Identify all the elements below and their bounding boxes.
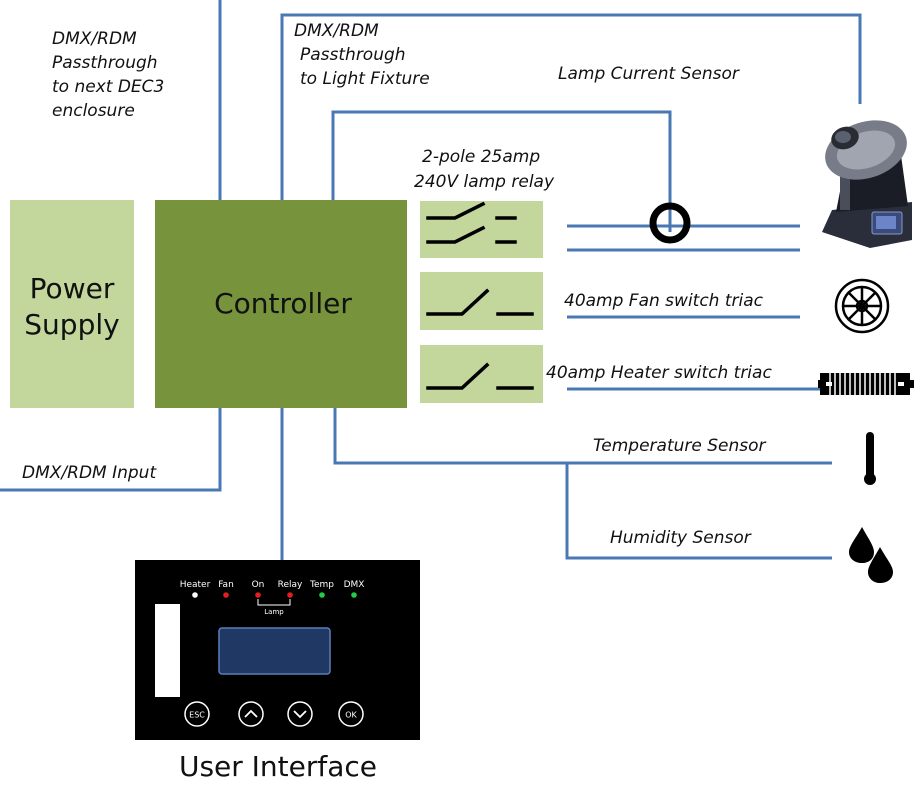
indicator-dmx-label: DMX [344, 580, 365, 590]
passthrough-next-line-2: Passthrough [52, 53, 158, 73]
fan-icon [834, 278, 890, 334]
indicator-fan-label: Fan [218, 580, 234, 590]
indicator-on-label: On [252, 580, 265, 590]
esc-button-label: ESC [189, 711, 205, 720]
power-supply-block: Power Supply [10, 200, 134, 408]
down-button[interactable] [287, 701, 313, 727]
lcd-display [218, 627, 331, 675]
user-interface-label: User Interface [179, 750, 377, 783]
lamp-group-label: Lamp [264, 608, 284, 616]
lamp-current-sensor-label: Lamp Current Sensor [558, 64, 740, 84]
indicator-fan-led [223, 592, 229, 598]
ok-button[interactable]: OK [338, 701, 364, 727]
lamp-relay-block [420, 201, 543, 258]
humidity-sensor-label: Humidity Sensor [610, 528, 752, 548]
controller-block: Controller [155, 200, 407, 408]
water-drops-icon [849, 527, 893, 583]
indicator-temp-led [319, 592, 325, 598]
indicator-on-led [255, 592, 261, 598]
panel-label-strip [155, 604, 180, 697]
chevron-down-icon [293, 710, 307, 719]
indicator-relay-led [287, 592, 293, 598]
chevron-up-icon [244, 709, 258, 718]
annotation-labels: DMX/RDM Passthrough to next DEC3 enclosu… [22, 21, 772, 548]
power-supply-label-2: Supply [24, 308, 119, 341]
indicator-heater-label: Heater [180, 580, 211, 590]
fan-triac-label: 40amp Fan switch triac [564, 291, 764, 311]
heater-triac-label: 40amp Heater switch triac [546, 363, 772, 383]
wires [0, 0, 862, 560]
ok-button-label: OK [345, 711, 357, 720]
up-button[interactable] [238, 701, 264, 727]
passthrough-next-line-3: to next DEC3 [52, 77, 164, 97]
fan-triac-block [420, 272, 543, 330]
controller-label: Controller [214, 287, 352, 320]
heater-icon [818, 373, 914, 395]
dmx-input-label: DMX/RDM Input [22, 463, 157, 483]
indicator-relay-label: Relay [278, 580, 303, 590]
temperature-sensor-label: Temperature Sensor [593, 436, 767, 456]
passthrough-next-line-1: DMX/RDM [52, 29, 137, 49]
esc-button[interactable]: ESC [184, 701, 210, 727]
indicator-temp-label: Temp [309, 580, 334, 590]
passthrough-next-line-4: enclosure [52, 101, 135, 121]
heater-triac-block [420, 345, 543, 403]
light-fixture-icon [822, 120, 912, 248]
indicator-heater-led [192, 592, 198, 598]
power-supply-label-1: Power [30, 272, 115, 305]
lamp-relay-label-1: 2-pole 25amp [422, 147, 540, 167]
indicator-dmx-led [351, 592, 357, 598]
thermometer-icon [864, 432, 876, 485]
lamp-group-bracket [257, 599, 291, 606]
passthrough-fixture-line-2: Passthrough [300, 45, 406, 65]
current-sensor-icon [649, 202, 691, 244]
passthrough-fixture-line-3: to Light Fixture [300, 69, 430, 89]
user-interface-panel: Heater Fan On Relay Temp DMX Lamp ESC [135, 560, 420, 740]
lamp-relay-label-2: 240V lamp relay [414, 172, 555, 192]
passthrough-fixture-line-1: DMX/RDM [294, 21, 379, 41]
